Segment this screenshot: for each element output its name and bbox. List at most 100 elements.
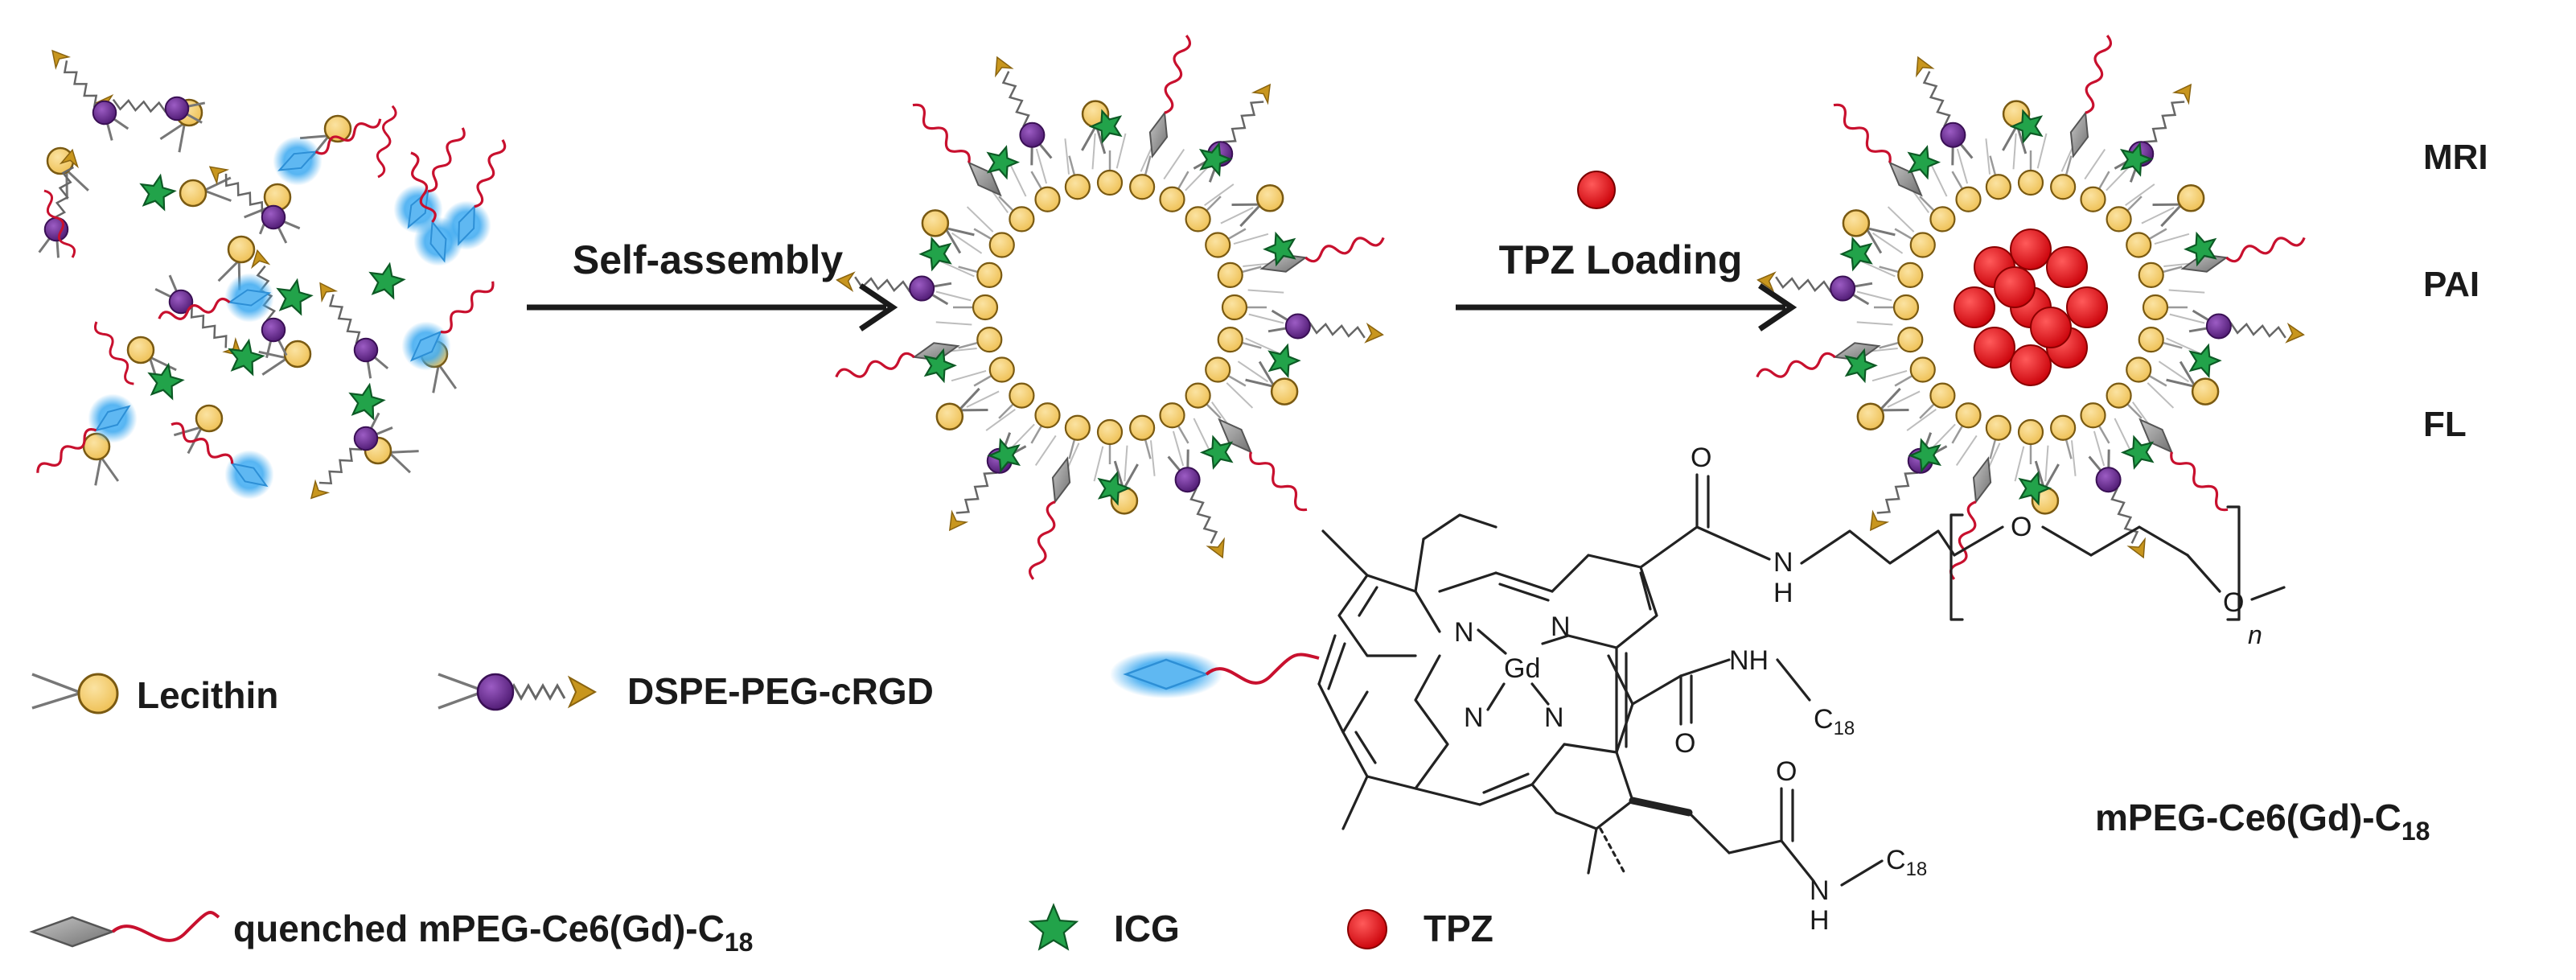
lecithin-molecule	[2153, 185, 2204, 226]
lipid-tail	[952, 233, 982, 253]
peg-tail	[475, 140, 505, 207]
molecule-name: mPEG-Ce6(Gd)-C18	[2095, 797, 2430, 846]
lipid-tail	[2169, 290, 2205, 293]
legend-icg-icon	[1031, 905, 1077, 949]
inner-leaflet-lecithin	[2107, 196, 2142, 231]
atom-c18-2: C18	[1886, 845, 1927, 880]
legend-tpz-icon	[1348, 910, 1387, 949]
lipid-tail	[2085, 150, 2105, 179]
icg-star	[1270, 345, 1299, 376]
inner-leaflet-lecithin	[2051, 416, 2075, 459]
inner-leaflet-lecithin	[1218, 327, 1262, 352]
legend-dspe-label: DSPE-PEG-cRGD	[627, 670, 934, 712]
atom-o-2: O	[1674, 728, 1695, 759]
mpeg-ce6-gd-c18-molecule	[401, 282, 493, 371]
inner-leaflet-lecithin	[959, 263, 1002, 287]
atom-c18-1-c: C	[1814, 704, 1834, 735]
lipid-tail	[1857, 322, 1893, 324]
quenched-mpeg-ce6-molecule	[1834, 105, 1921, 195]
atom-c18-2-c: C	[1886, 845, 1906, 875]
peg-tail-fragment	[377, 106, 396, 177]
lipid-tail	[2072, 440, 2076, 476]
quencher-diamond	[1053, 459, 1070, 502]
tpz-loading-arrow	[1456, 286, 1792, 329]
inner-leaflet-lecithin	[1186, 384, 1221, 418]
lipid-tail	[1037, 149, 1046, 183]
lipid-tail	[1036, 435, 1056, 465]
inner-leaflet-lecithin	[1098, 150, 1122, 195]
self-assembly-arrow	[527, 286, 893, 329]
lipid-tail	[1094, 447, 1103, 481]
inner-leaflet-lecithin	[1986, 156, 2011, 200]
quenched-mpeg-ce6-molecule	[1150, 35, 1190, 156]
lipid-tail	[951, 371, 986, 381]
peg-tail	[836, 353, 914, 377]
atom-o-end: O	[2223, 587, 2244, 618]
lipid-tail	[1093, 134, 1095, 170]
quenched-mpeg-ce6-molecule	[913, 105, 1000, 195]
icg-star	[1909, 147, 1938, 178]
peg-tail	[1165, 35, 1189, 113]
lipid-tail	[2114, 418, 2130, 451]
quencher-diamond	[1150, 113, 1167, 156]
quencher-diamond	[1835, 343, 1879, 360]
peg-tail	[2226, 237, 2304, 261]
atom-n-repeat: n	[2248, 620, 2262, 649]
dspe-peg-crgd-molecule	[837, 273, 951, 304]
inner-leaflet-lecithin	[953, 295, 997, 319]
lipid-tail	[2038, 134, 2047, 168]
lipid-tail	[2142, 208, 2174, 224]
peg-tail	[913, 105, 969, 163]
lipid-tail	[1194, 418, 1210, 451]
quencher-diamond	[1974, 459, 1991, 502]
lipid-tail	[1907, 410, 1936, 430]
peg-tail	[1951, 502, 1976, 579]
molecule-name-sub: 18	[2401, 817, 2430, 846]
dspe-peg-crgd-molecule	[2189, 311, 2303, 342]
lipid-tail	[1124, 446, 1127, 482]
lipid-tail	[2159, 361, 2188, 381]
tpz-molecule	[1995, 267, 2035, 307]
lipid-tail	[1164, 150, 1184, 179]
quencher-diamond	[2183, 254, 2226, 271]
lipid-tail	[1957, 435, 1977, 465]
inner-leaflet-lecithin	[1186, 196, 1221, 231]
peg-tail	[428, 128, 464, 191]
dspe-peg-crgd-molecule	[1268, 311, 1382, 342]
random-mixture-cluster	[38, 51, 505, 500]
quenched-mpeg-ce6-molecule	[2140, 420, 2228, 510]
tpz-molecule	[2031, 307, 2071, 348]
inner-leaflet-lecithin	[999, 384, 1033, 418]
atom-o-1: O	[1691, 443, 1711, 473]
lipid-tail	[1931, 164, 1947, 196]
inner-leaflet-lecithin	[2107, 384, 2142, 418]
atom-n-2-amide: N	[1810, 875, 1830, 906]
lipid-tail	[1173, 431, 1183, 466]
lipid-tail	[936, 322, 972, 324]
inner-leaflet-lecithin	[1986, 416, 2011, 459]
dspe-peg-crgd-molecule	[52, 51, 128, 141]
icg-star	[988, 147, 1017, 178]
atom-n-amide: N	[1773, 547, 1793, 578]
lecithin-molecule	[174, 406, 222, 453]
inner-leaflet-lecithin	[1066, 416, 1090, 459]
lipid-tail	[2015, 447, 2023, 481]
mpeg-ce6-gd-c18-molecule	[38, 393, 138, 472]
quenched-mpeg-ce6-molecule	[1219, 420, 1307, 510]
peg-tail	[1305, 237, 1383, 261]
lipid-tail	[968, 207, 993, 232]
atom-gd: Gd	[1504, 653, 1540, 684]
icg-star	[2123, 437, 2152, 467]
icg-star	[278, 280, 311, 314]
inner-leaflet-lecithin	[999, 196, 1033, 231]
peg-tail	[2085, 35, 2110, 113]
inner-leaflet-lecithin	[1874, 295, 1918, 319]
modality-mri: MRI	[2423, 138, 2488, 177]
quencher-diamond	[1262, 254, 1305, 271]
inner-leaflet-lecithin	[1130, 156, 1154, 200]
atom-nh-1: NH	[1729, 645, 1769, 676]
quencher-diamond	[2071, 113, 2088, 156]
lipid-tail	[986, 410, 1015, 430]
lipid-tail	[1248, 290, 1284, 293]
